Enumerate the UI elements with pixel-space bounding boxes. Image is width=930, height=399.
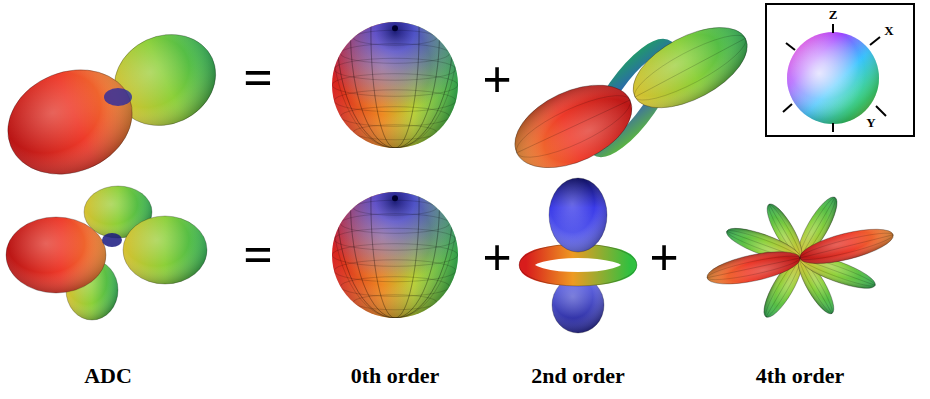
axis-label: X	[884, 24, 893, 37]
plus-sign: +	[482, 54, 512, 106]
sphere-glyph	[332, 0, 458, 148]
axis-label: Z	[829, 8, 838, 21]
equals-sign: =	[243, 52, 273, 104]
axis-key	[766, 4, 914, 136]
fourth-order-lobes	[704, 192, 896, 322]
equals-sign: =	[243, 229, 273, 281]
column-label: 2nd order	[531, 365, 625, 387]
second-order-lobes	[502, 11, 760, 185]
adc-clover	[6, 186, 207, 320]
adc-peanut	[0, 18, 231, 192]
plus-sign: +	[649, 232, 679, 284]
second-order-dz2	[519, 178, 637, 333]
plus-sign: +	[482, 232, 512, 284]
sphere-glyph	[332, 85, 458, 318]
column-label: 4th order	[756, 365, 845, 387]
column-label: ADC	[84, 365, 132, 387]
column-label: 0th order	[351, 365, 440, 387]
axis-label: Y	[866, 116, 875, 129]
